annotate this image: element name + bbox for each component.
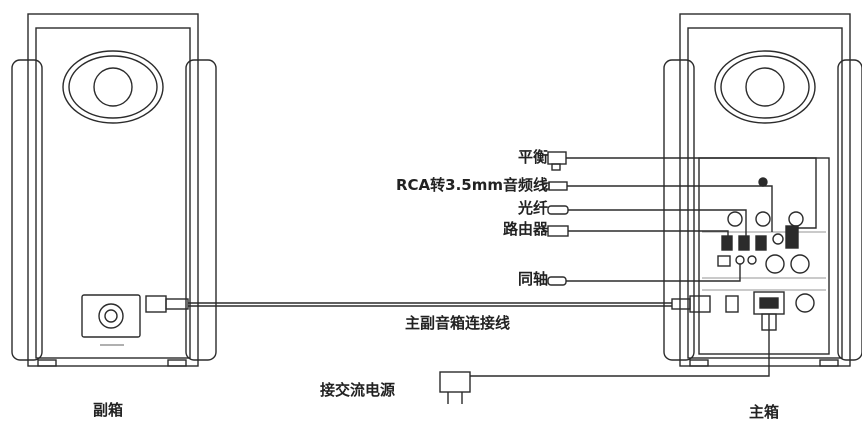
label-router: 路由器 bbox=[502, 220, 548, 238]
secondary-speaker-port-inner bbox=[93, 67, 133, 107]
balanced-plug-icon bbox=[547, 151, 567, 165]
main-speaker-port-outer bbox=[714, 50, 816, 124]
label-link-cable: 主副音箱连接线 bbox=[405, 314, 511, 332]
link-socket-icon bbox=[98, 303, 124, 329]
balanced-cable bbox=[547, 151, 817, 229]
link-cable bbox=[145, 295, 711, 313]
main-speaker-port-inner bbox=[745, 67, 785, 107]
rca-socket-icon bbox=[738, 235, 750, 251]
rca-socket-icon bbox=[755, 235, 767, 251]
secondary-speaker-back-panel bbox=[35, 27, 191, 359]
label-main-speaker: 主箱 bbox=[749, 403, 780, 421]
label-optical: 光纤 bbox=[517, 199, 548, 217]
optical-socket-icon bbox=[717, 255, 731, 267]
main-speaker bbox=[663, 13, 862, 367]
secondary-speaker-foot bbox=[37, 359, 57, 367]
label-power: 接交流电源 bbox=[320, 381, 396, 399]
power-cable bbox=[439, 313, 777, 404]
secondary-speaker-side-wing-right bbox=[185, 59, 217, 361]
knob-icon bbox=[788, 211, 804, 227]
rca-cable bbox=[542, 181, 773, 232]
secondary-speaker-cabinet bbox=[27, 13, 199, 367]
label-balanced: 平衡 bbox=[517, 148, 548, 166]
link-plug-left bbox=[145, 295, 167, 313]
router-plug-icon bbox=[547, 225, 569, 237]
power-switch-icon bbox=[725, 295, 739, 313]
rca-socket-icon bbox=[721, 235, 733, 251]
label-rca: RCA转3.5mm音频线 bbox=[396, 176, 548, 194]
secondary-speaker-side-wing-left bbox=[11, 59, 43, 361]
coaxial-plug-icon bbox=[547, 276, 567, 286]
main-speaker-foot bbox=[819, 359, 839, 367]
knob-icon bbox=[727, 211, 743, 227]
logo-icon bbox=[758, 177, 768, 187]
xlr-socket-icon bbox=[765, 254, 785, 274]
ac-plug-icon bbox=[439, 371, 471, 393]
coax-socket-icon bbox=[735, 255, 745, 265]
label-coaxial: 同轴 bbox=[517, 270, 548, 288]
secondary-speaker-port-outer bbox=[62, 50, 164, 124]
secondary-speaker-foot bbox=[167, 359, 187, 367]
link-output-socket-icon bbox=[795, 293, 815, 313]
power-plug-head bbox=[761, 313, 777, 331]
main-speaker-back-panel bbox=[687, 27, 843, 359]
main-speaker-foot bbox=[689, 359, 709, 367]
link-socket-plate bbox=[81, 294, 141, 338]
coaxial-cable bbox=[547, 264, 741, 286]
balanced-socket-icon bbox=[785, 225, 799, 249]
optical-plug-icon bbox=[547, 205, 569, 215]
router-cable bbox=[547, 225, 729, 237]
jack-socket-icon bbox=[772, 233, 784, 245]
optical-cable bbox=[547, 205, 747, 236]
xlr-socket-icon bbox=[790, 254, 810, 274]
main-speaker-cabinet bbox=[679, 13, 851, 367]
secondary-speaker bbox=[11, 13, 217, 367]
label-secondary-speaker: 副箱 bbox=[93, 401, 124, 419]
link-plug-right bbox=[671, 298, 691, 310]
knob-icon bbox=[755, 211, 771, 227]
